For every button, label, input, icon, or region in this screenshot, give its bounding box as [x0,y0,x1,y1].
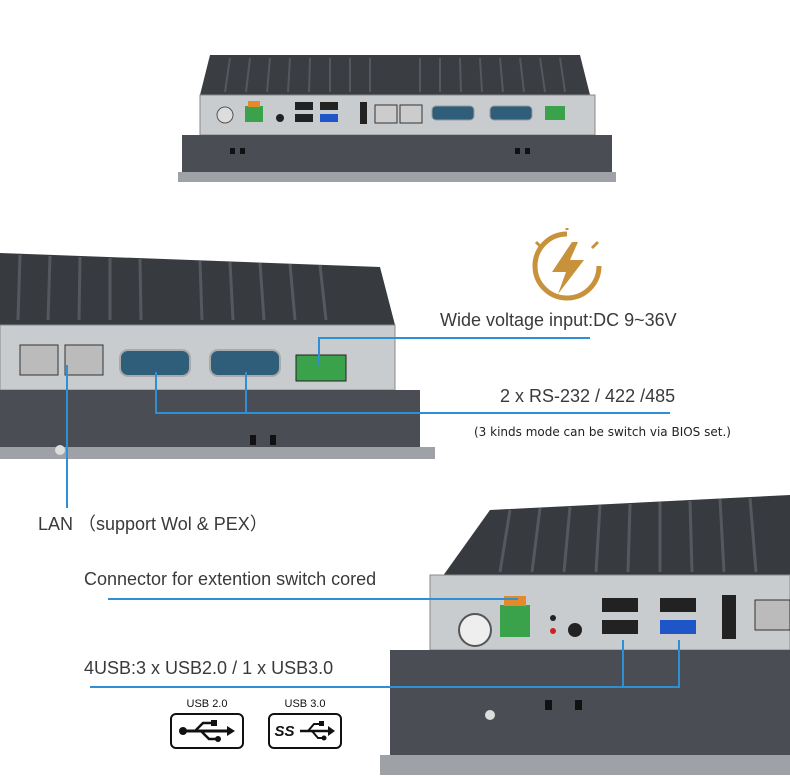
usb-2-icon [179,720,235,742]
product-top-view [178,55,616,182]
voltage-callout-drop [318,337,320,365]
usb-callout-drop-2 [678,640,680,686]
serial-note: (3 kinds mode can be switch via BIOS set… [474,425,731,439]
serial-callout-line [155,412,670,414]
usb-2-badge: USB 2.0 [170,698,244,749]
usb-3-caption: USB 3.0 [284,698,326,710]
product-zoom-usb-connector [380,495,790,775]
usb-2-caption: USB 2.0 [186,698,228,710]
voltage-callout-line [318,337,590,339]
usb-3-ss-icon [299,721,335,741]
usb-callout-drop-1 [622,640,624,686]
serial-label: 2 x RS-232 / 422 /485 [500,386,676,406]
usb-label: 4USB:3 x USB2.0 / 1 x USB3.0 [84,658,334,678]
usb-callout-line [90,686,680,688]
ss-mark: SS [274,722,295,740]
connector-callout-line [108,598,518,600]
usb-3-badge: USB 3.0 SS [268,698,342,749]
serial-callout-drop-2 [245,372,247,412]
connector-label: Connector for extention switch cored [84,569,377,589]
lan-label: LAN （support Wol & PEX） [38,514,268,534]
voltage-label: Wide voltage input:DC 9~36V [440,310,677,330]
serial-callout-drop-1 [155,372,157,412]
lightning-badge-icon [532,228,602,301]
product-zoom-serial-lan [0,253,435,459]
lan-callout-line [66,365,68,508]
